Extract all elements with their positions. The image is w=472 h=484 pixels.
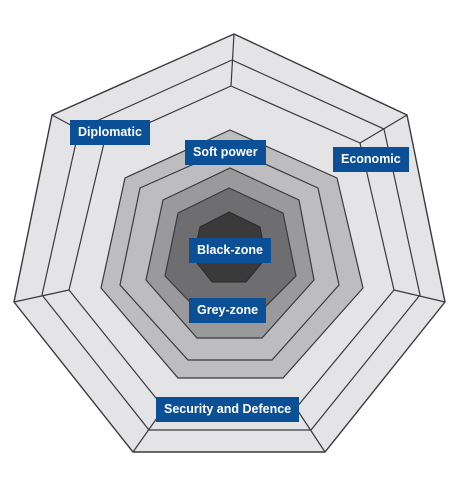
- label-economic: Economic: [333, 147, 409, 172]
- label-security-defence: Security and Defence: [156, 397, 300, 422]
- label-soft-power: Soft power: [185, 140, 266, 165]
- middle-ring-divider: [119, 147, 340, 361]
- label-black-zone: Black-zone: [189, 238, 271, 263]
- label-diplomatic: Diplomatic: [70, 120, 150, 145]
- label-grey-zone: Grey-zone: [189, 298, 267, 323]
